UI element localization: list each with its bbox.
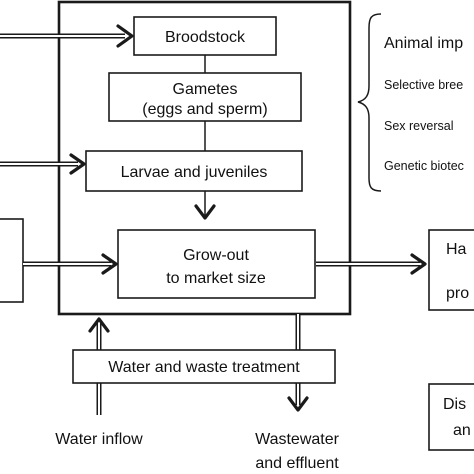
water-treatment-box xyxy=(72,349,336,384)
harvest-label-line2: pro xyxy=(446,285,469,302)
gametes-box xyxy=(108,72,302,122)
arrow-larvae-to-growout xyxy=(194,191,216,220)
larvae-box xyxy=(85,150,303,192)
water-inflow-label: Water inflow xyxy=(55,431,143,448)
harvest-label-line1: Ha xyxy=(446,241,467,258)
improvement-item-selective-breeding: Selective bree xyxy=(384,78,463,92)
left-partial-box xyxy=(0,218,24,303)
harvest-box xyxy=(428,229,474,311)
broodstock-label: Broodstock xyxy=(165,29,246,46)
improvement-title: Animal imp xyxy=(384,35,463,52)
broodstock-box xyxy=(133,16,277,56)
improvement-item-genetic-biotech: Genetic biotec xyxy=(384,159,464,173)
disease-label-line2: an xyxy=(453,422,471,439)
production-frame xyxy=(57,0,352,316)
gametes-label-line1: Gametes xyxy=(173,81,238,98)
growout-box xyxy=(117,229,316,299)
disease-box xyxy=(428,383,474,451)
wastewater-label-line2: and effluent xyxy=(255,455,339,472)
disease-label-line1: Dis xyxy=(443,396,466,413)
arrow-to-broodstock xyxy=(0,24,134,48)
arrow-to-harvest xyxy=(316,253,427,275)
arrow-to-larvae xyxy=(0,153,86,175)
arrow-to-growout xyxy=(23,253,118,275)
growout-label-line2: to market size xyxy=(166,270,266,287)
gametes-label-line2: (eggs and sperm) xyxy=(142,101,267,118)
wastewater-label-line1: Wastewater xyxy=(255,431,340,448)
larvae-label: Larvae and juveniles xyxy=(121,164,268,181)
improvement-brace xyxy=(357,13,382,192)
improvement-item-sex-reversal: Sex reversal xyxy=(384,119,453,133)
water-treatment-label: Water and waste treatment xyxy=(108,359,300,376)
growout-label-line1: Grow-out xyxy=(183,247,249,264)
